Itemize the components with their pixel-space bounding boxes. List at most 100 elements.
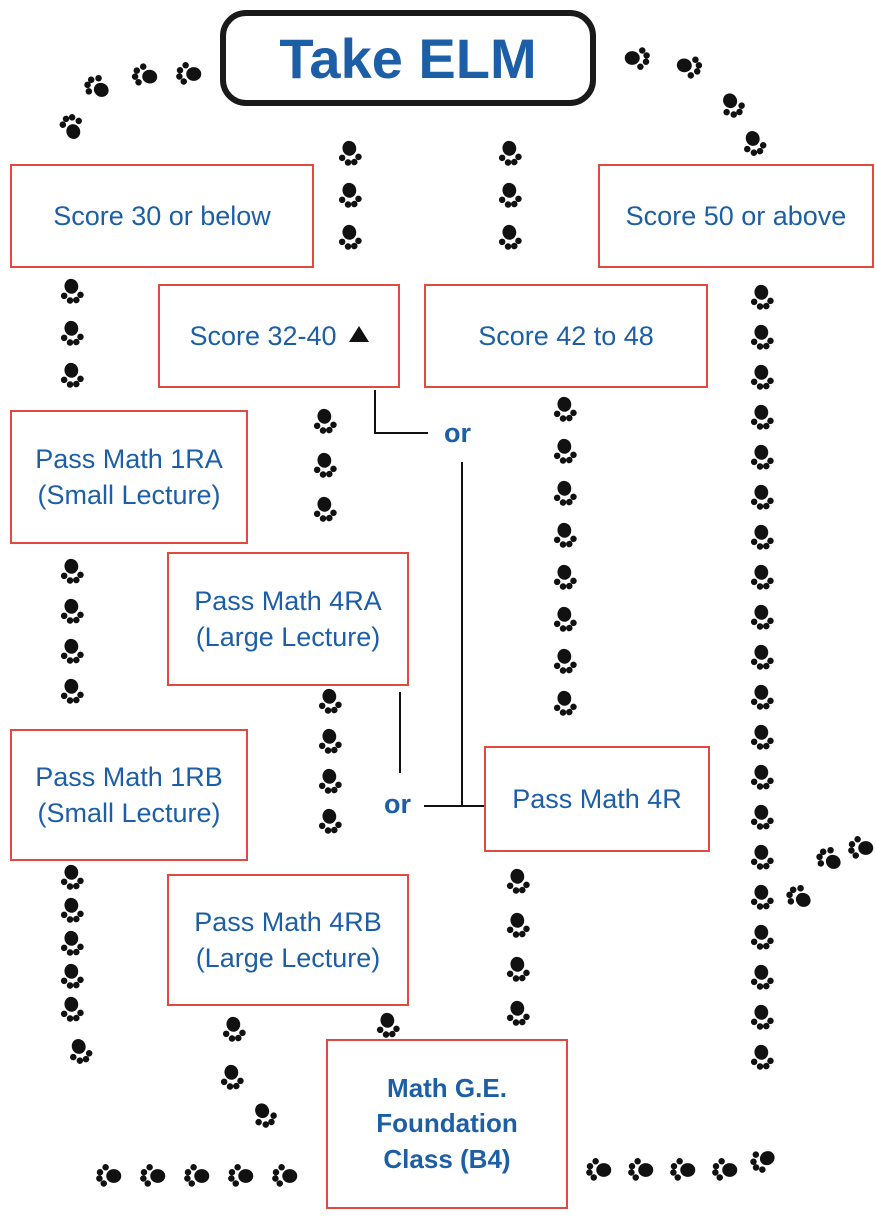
take-elm-title: Take ELM — [220, 10, 596, 106]
paw-print-icon — [748, 603, 775, 632]
paw-print-icon — [58, 677, 85, 706]
paw-print-icon — [748, 763, 775, 792]
math-4rb-box: Pass Math 4RB (Large Lecture) — [167, 874, 409, 1006]
paw-print-icon — [748, 843, 775, 872]
paw-print-icon — [81, 71, 114, 103]
paw-print-icon — [551, 605, 578, 634]
paw-print-icon — [748, 563, 775, 592]
paw-print-icon — [783, 881, 816, 913]
paw-print-icon — [748, 1043, 775, 1072]
paw-print-icon — [748, 723, 775, 752]
paw-print-icon — [176, 62, 201, 85]
paw-print-icon — [748, 363, 775, 392]
score-30-below-box: Score 30 or below — [10, 164, 314, 268]
math-4r-label: Pass Math 4R — [512, 781, 682, 817]
score-42-48-label: Score 42 to 48 — [478, 318, 654, 354]
score-32-40-box: Score 32-40 — [158, 284, 400, 388]
paw-print-icon — [58, 319, 85, 348]
paw-print-icon — [496, 181, 523, 210]
math-1rb-box: Pass Math 1RB (Small Lecture) — [10, 729, 248, 861]
paw-print-icon — [551, 563, 578, 592]
paw-print-icon — [586, 1158, 611, 1181]
paw-print-icon — [311, 495, 338, 524]
or-label-bottom: or — [384, 789, 411, 820]
math-4ra-title: Pass Math 4RA — [194, 583, 382, 619]
math-1ra-box: Pass Math 1RA (Small Lecture) — [10, 410, 248, 544]
math-4rb-title: Pass Math 4RB — [194, 904, 382, 940]
paw-print-icon — [220, 1015, 247, 1044]
goal-line-2: Foundation — [376, 1106, 518, 1141]
paw-print-icon — [130, 62, 159, 89]
paw-print-icon — [748, 283, 775, 312]
paw-print-icon — [311, 407, 338, 436]
paw-print-icon — [65, 1036, 95, 1067]
paw-print-icon — [504, 867, 531, 896]
paw-print-icon — [58, 597, 85, 626]
math-4r-box: Pass Math 4R — [484, 746, 710, 852]
paw-print-icon — [670, 1158, 695, 1181]
paw-print-icon — [336, 223, 363, 252]
paw-print-icon — [316, 767, 343, 796]
paw-print-icon — [748, 403, 775, 432]
paw-print-icon — [748, 883, 775, 912]
score-50-above-label: Score 50 or above — [626, 198, 847, 234]
paw-print-icon — [748, 483, 775, 512]
math-ge-foundation-box: Math G.E. Foundation Class (B4) — [326, 1039, 568, 1209]
paw-print-icon — [748, 963, 775, 992]
paw-print-icon — [716, 89, 748, 122]
paw-print-icon — [316, 727, 343, 756]
paw-print-icon — [228, 1164, 253, 1187]
paw-print-icon — [58, 361, 85, 390]
paw-print-icon — [58, 896, 85, 925]
paw-print-icon — [551, 521, 578, 550]
or-label-top: or — [444, 418, 471, 449]
math-1rb-title: Pass Math 1RB — [35, 759, 223, 795]
paw-print-icon — [551, 437, 578, 466]
paw-print-icon — [336, 181, 363, 210]
paw-print-icon — [316, 687, 343, 716]
paw-print-icon — [504, 955, 531, 984]
paw-print-icon — [496, 139, 523, 168]
paw-print-icon — [748, 803, 775, 832]
paw-print-icon — [58, 557, 85, 586]
paw-print-icon — [625, 47, 650, 70]
score-32-40-label: Score 32-40 — [189, 318, 336, 354]
paw-print-icon — [748, 923, 775, 952]
paw-print-icon — [272, 1164, 297, 1187]
math-1rb-subtitle: (Small Lecture) — [37, 795, 220, 831]
goal-line-3: Class (B4) — [383, 1142, 510, 1177]
paw-print-icon — [336, 139, 363, 168]
paw-print-icon — [628, 1158, 653, 1181]
paw-print-icon — [58, 637, 85, 666]
paw-print-icon — [748, 643, 775, 672]
paw-print-icon — [58, 962, 85, 991]
paw-print-icon — [504, 999, 531, 1028]
paw-print-icon — [184, 1164, 209, 1187]
paw-print-icon — [311, 451, 338, 480]
score-50-above-box: Score 50 or above — [598, 164, 874, 268]
score-42-48-box: Score 42 to 48 — [424, 284, 708, 388]
paw-print-icon — [551, 689, 578, 718]
paw-print-icon — [496, 223, 523, 252]
paw-print-icon — [748, 523, 775, 552]
paw-print-icon — [218, 1063, 245, 1092]
math-4ra-subtitle: (Large Lecture) — [196, 619, 381, 655]
goal-line-1: Math G.E. — [387, 1071, 507, 1106]
paw-print-icon — [248, 1099, 280, 1132]
paw-print-icon — [58, 863, 85, 892]
paw-print-icon — [57, 111, 87, 142]
paw-print-icon — [746, 1144, 779, 1176]
paw-print-icon — [58, 929, 85, 958]
paw-print-icon — [748, 1003, 775, 1032]
paw-print-icon — [712, 1158, 737, 1181]
paw-print-icon — [848, 836, 873, 859]
math-1ra-title: Pass Math 1RA — [35, 441, 223, 477]
paw-print-icon — [58, 277, 85, 306]
paw-print-icon — [140, 1164, 165, 1187]
math-1ra-subtitle: (Small Lecture) — [37, 477, 220, 513]
title-text: Take ELM — [279, 26, 536, 91]
paw-print-icon — [551, 395, 578, 424]
paw-print-icon — [748, 323, 775, 352]
paw-print-icon — [551, 647, 578, 676]
